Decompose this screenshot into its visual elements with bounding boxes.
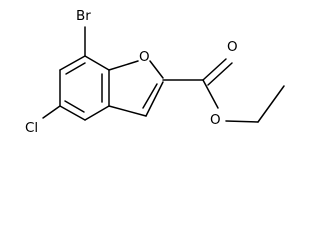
furan-ring xyxy=(108,60,164,117)
bond-c6-c7-inner xyxy=(65,62,86,75)
bond-c4-c5 xyxy=(59,105,86,121)
bond-o1-c2 xyxy=(149,60,164,79)
ethyl-7-bromo-5-chlorobenzofuran-2-carboxylate-structure: Br Cl O O O xyxy=(25,8,285,136)
benzene-ring xyxy=(59,55,110,121)
chlorine-label: Cl xyxy=(25,120,38,136)
bond-carbonyl-o-double-a xyxy=(202,58,227,81)
bond-c3-c3a xyxy=(108,105,147,117)
carbonyl-oxygen-label: O xyxy=(227,39,238,55)
bond-c7-c7a xyxy=(84,55,110,71)
ring-oxygen-label: O xyxy=(139,49,150,65)
bond-c3a-c4 xyxy=(84,105,110,121)
bond-c5-cl xyxy=(42,105,61,119)
bond-c2-c3 xyxy=(145,81,164,117)
bond-c4-c5-inner xyxy=(64,100,85,113)
ester-oxygen-label: O xyxy=(210,112,221,128)
bond-c6-c7 xyxy=(59,55,86,71)
bond-c2-c3-inner xyxy=(142,83,158,109)
bond-carbonyl-ester-o xyxy=(202,79,219,109)
bond-c7a-o1 xyxy=(108,60,139,71)
bromine-label: Br xyxy=(76,8,91,24)
bond-carbonyl-o-double-b xyxy=(207,62,233,86)
ester-group xyxy=(162,58,285,123)
bond-ester-o-ch2 xyxy=(225,120,259,123)
substituents xyxy=(42,26,86,119)
bond-ch2-ch3 xyxy=(257,85,285,123)
